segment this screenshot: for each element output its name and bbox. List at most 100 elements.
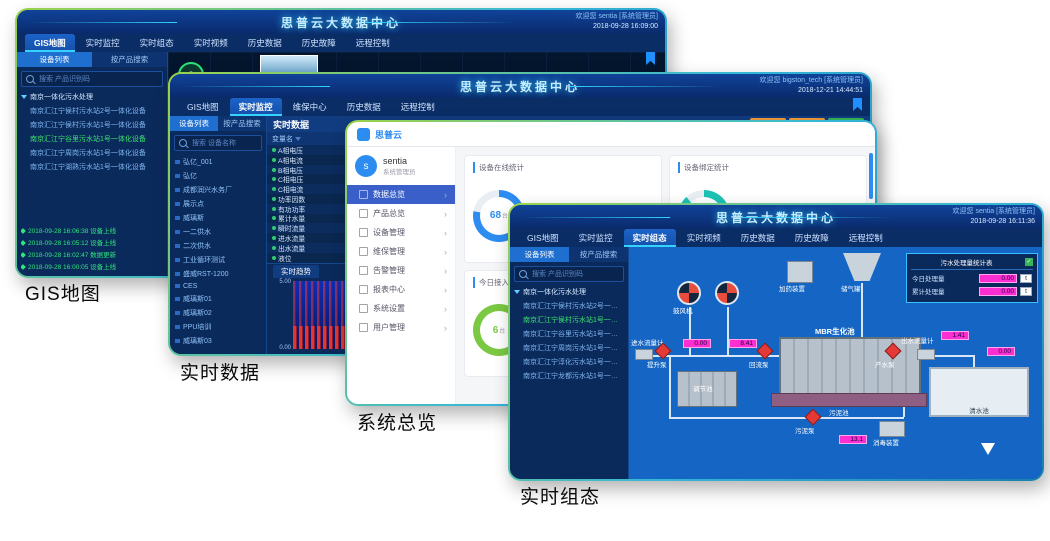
- device-item[interactable]: 二次供水: [174, 239, 262, 253]
- menu-item[interactable]: 用户管理 ›: [347, 318, 455, 337]
- device-item[interactable]: 南京汇江宁谷里污水站1号一体化设备: [30, 136, 146, 143]
- card-title: 今日接入设备: [473, 276, 653, 288]
- search-input[interactable]: [190, 138, 257, 148]
- user-block: s sentia 系统管理员: [347, 147, 455, 185]
- scrollbar-thumb[interactable]: [869, 153, 873, 199]
- filter-icon[interactable]: [295, 136, 301, 141]
- mbr-tank[interactable]: [779, 337, 921, 395]
- online-dot-icon: [272, 177, 276, 182]
- menu-item[interactable]: 设备管理 ›: [347, 223, 455, 242]
- tab-gis-map[interactable]: GIS地图: [527, 233, 559, 243]
- window-realtime-scada: 思普云大数据中心 欢迎您 sentia [系统管理员] 2018-09-28 1…: [508, 203, 1044, 481]
- w4-header: 思普云大数据中心 欢迎您 sentia [系统管理员] 2018-09-28 1…: [510, 205, 1042, 229]
- device-item[interactable]: 威璃斯: [174, 211, 262, 225]
- menu-item[interactable]: 系统设置 ›: [347, 299, 455, 318]
- device-group[interactable]: 南京一体化污水处理: [21, 92, 163, 102]
- device-item[interactable]: 南京汇江宁侯村污水站2号一体化设备: [30, 108, 146, 115]
- tab-realtime-video[interactable]: 实时视频: [686, 233, 721, 243]
- tab-realtime-monitor[interactable]: 实时监控: [85, 38, 120, 48]
- regulating-tank[interactable]: [677, 371, 737, 407]
- variable-name: B相电压: [278, 167, 303, 175]
- device-item[interactable]: 南京汇江宁侯村污水站2号一体化设备: [523, 303, 624, 310]
- device-item[interactable]: 一二供水: [174, 225, 262, 239]
- tab-history-data[interactable]: 历史数据: [346, 102, 381, 112]
- menu-item[interactable]: 告警管理 ›: [347, 261, 455, 280]
- tab-realtime-monitor[interactable]: 实时监控: [229, 98, 282, 116]
- device-item[interactable]: 南京汇江宁周岗污水站1号一体化设备: [30, 150, 146, 157]
- device-item[interactable]: 威璃斯03: [174, 334, 262, 348]
- blower-fan-icon[interactable]: [715, 281, 739, 305]
- device-item[interactable]: 盛威RST-1200: [174, 267, 262, 281]
- tab-realtime-scada[interactable]: 实时组态: [623, 229, 676, 247]
- sidebar-tab-product-search[interactable]: 按产品搜索: [218, 116, 266, 131]
- avatar[interactable]: s: [355, 155, 377, 177]
- menu-item-icon: [359, 285, 368, 294]
- menu-item[interactable]: 报表中心 ›: [347, 280, 455, 299]
- flow-meter[interactable]: [917, 349, 935, 360]
- device-item[interactable]: 南京汇江宁龙都污水站1号一体化设备: [523, 373, 624, 380]
- trend-tab[interactable]: 实时趋势: [273, 265, 319, 278]
- tab-history-fault[interactable]: 历史故障: [301, 38, 336, 48]
- device-item[interactable]: 南京汇江宁侯村污水站1号一体化设备: [30, 122, 146, 129]
- tab-remote-control[interactable]: 远程控制: [355, 38, 390, 48]
- variable-name: A相电压: [278, 147, 303, 155]
- tab-history-fault[interactable]: 历史故障: [794, 233, 829, 243]
- device-item[interactable]: 威璃斯02: [174, 306, 262, 320]
- device-group[interactable]: 南京一体化污水处理: [514, 287, 624, 297]
- tab-realtime-monitor[interactable]: 实时监控: [578, 233, 613, 243]
- device-item[interactable]: 南京汇江宁周岗污水站1号一体化设备: [523, 345, 624, 352]
- blower-fan-icon[interactable]: [677, 281, 701, 305]
- device-item[interactable]: 南京汇江宁谷里污水站1号一体化设备: [523, 331, 624, 338]
- sidebar-tab-devices[interactable]: 设备列表: [17, 52, 92, 67]
- stats-unit: t: [1020, 286, 1032, 296]
- device-item[interactable]: 南京汇江宁湖熟污水站1号一体化设备: [30, 164, 146, 171]
- clean-water-tank[interactable]: 清水池: [929, 367, 1029, 417]
- device-item[interactable]: 展示点: [174, 197, 262, 211]
- tab-maintenance-center[interactable]: 维保中心: [292, 102, 327, 112]
- tab-remote-control[interactable]: 远程控制: [400, 102, 435, 112]
- device-item[interactable]: PPU培训: [174, 320, 262, 334]
- tab-gis-map[interactable]: GIS地图: [25, 34, 75, 52]
- sidebar-tab-devices[interactable]: 设备列表: [170, 116, 218, 131]
- device-item[interactable]: 南京汇江宁淳化污水站1号一体化设备: [523, 359, 624, 366]
- device-item[interactable]: 成都润兴水务厂: [174, 183, 262, 197]
- tab-realtime-video[interactable]: 实时视频: [193, 38, 228, 48]
- sidebar-tab-devices[interactable]: 设备列表: [510, 247, 569, 262]
- panel-title: 实时数据: [273, 119, 310, 130]
- bookmark-icon[interactable]: [646, 52, 655, 65]
- device-item[interactable]: 威璃斯01: [174, 292, 262, 306]
- sidebar-tab-product-search[interactable]: 按产品搜索: [569, 247, 628, 262]
- tab-remote-control[interactable]: 远程控制: [848, 233, 883, 243]
- menu-item[interactable]: 数据总览 ›: [347, 185, 455, 204]
- welcome-text: 欢迎您 bigston_tech [系统管理员]: [759, 77, 863, 84]
- w3-sidebar: s sentia 系统管理员 数据总览 ›: [347, 147, 456, 404]
- tab-history-data[interactable]: 历史数据: [740, 233, 775, 243]
- device-item[interactable]: CES: [174, 281, 262, 292]
- hopper-tank[interactable]: [843, 253, 881, 281]
- disinfect-label: 消毒装置: [873, 440, 899, 447]
- tab-history-data[interactable]: 历史数据: [247, 38, 282, 48]
- search-box: [514, 266, 624, 282]
- device-item[interactable]: 弘亿: [174, 169, 262, 183]
- menu-item[interactable]: 产品总览 ›: [347, 204, 455, 223]
- device-item[interactable]: 弘亿_001: [174, 155, 262, 169]
- menu-item[interactable]: 维保管理 ›: [347, 242, 455, 261]
- chevron-right-icon: ›: [444, 303, 447, 314]
- dosing-unit[interactable]: [787, 261, 813, 283]
- tab-realtime-scada[interactable]: 实时组态: [139, 38, 174, 48]
- w2-device-sidebar: 设备列表 按产品搜索 弘亿_001弘亿成都润兴水务厂展示点威璃斯一二供水二次供水…: [170, 116, 267, 354]
- w4-device-sidebar: 设备列表 按产品搜索 南京一体化污水处理 南京汇江宁侯村污水站2号一体化设备南京…: [510, 247, 629, 479]
- bookmark-icon[interactable]: [853, 98, 862, 111]
- sidebar-tab-product-search[interactable]: 按产品搜索: [92, 52, 167, 67]
- device-item[interactable]: 工业循环测试: [174, 253, 262, 267]
- pump-icon[interactable]: [804, 408, 822, 426]
- disinfection-unit[interactable]: [879, 421, 905, 437]
- variable-name: 进水流量: [278, 236, 306, 244]
- search-input[interactable]: [530, 269, 619, 279]
- chevron-right-icon: ›: [444, 265, 447, 276]
- device-item[interactable]: 南京汇江宁侯村污水站1号一体化设备: [523, 317, 624, 324]
- welcome-text: 欢迎您 sentia [系统管理员]: [575, 13, 658, 20]
- search-input[interactable]: [37, 74, 158, 84]
- flow-meter[interactable]: [635, 349, 653, 360]
- tab-gis-map[interactable]: GIS地图: [187, 102, 219, 112]
